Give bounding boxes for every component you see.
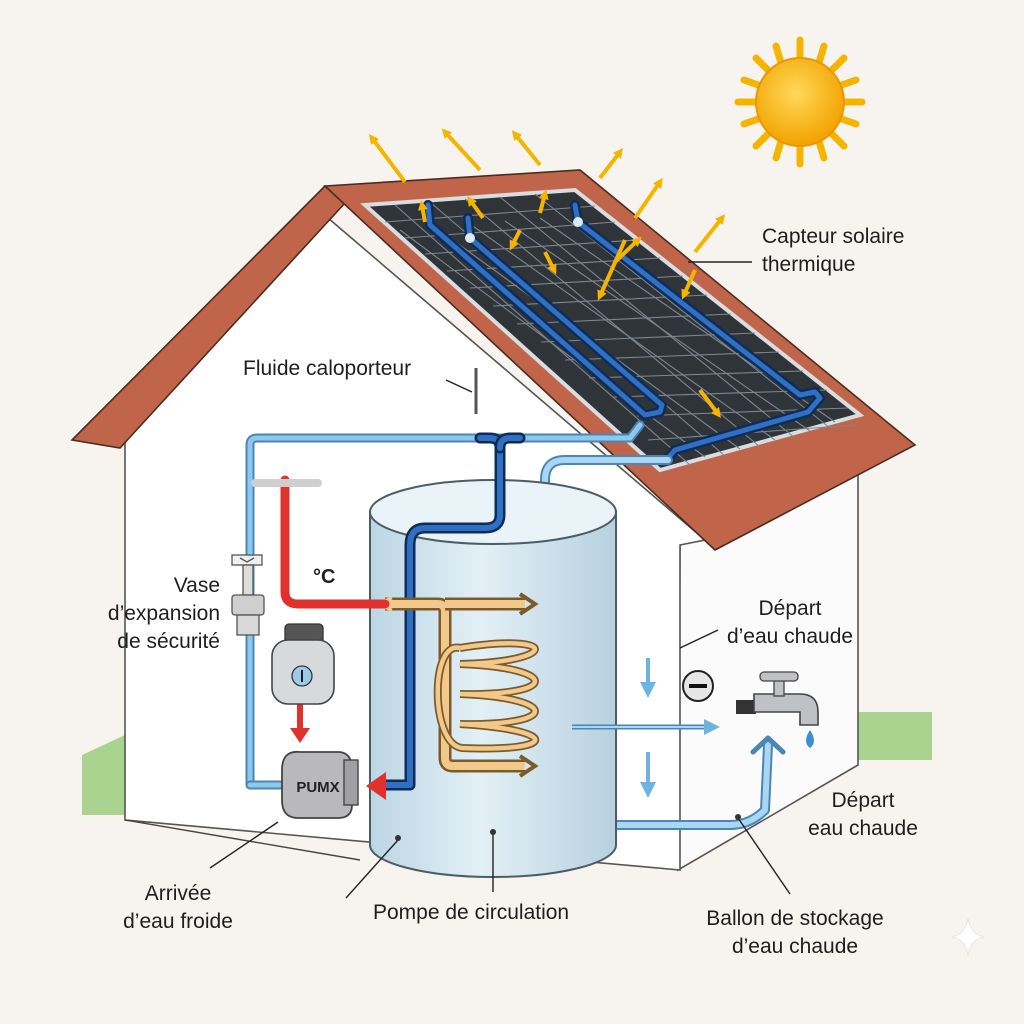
cold-return-pipe (245, 420, 645, 790)
label-storage-tank: Ballon de stockage d’eau chaude (706, 907, 884, 958)
label-solar-collector: Capteur solaire thermique (762, 225, 905, 276)
solar-collector (360, 187, 865, 473)
faucet-icon (736, 671, 819, 748)
sparkle-icon (951, 917, 985, 957)
hot-pipe (251, 475, 390, 743)
collector-return-pipe (366, 432, 526, 800)
heat-exchanger-coil (371, 592, 539, 778)
temperature-unit: °C (313, 566, 336, 588)
thermostat-icon (271, 623, 335, 705)
pump-badge: PUMX (296, 779, 339, 796)
leader-lines (209, 261, 791, 899)
ground-left (82, 735, 125, 815)
ground-right (857, 712, 932, 760)
label-circulation-pump: Pompe de circulation (373, 901, 570, 924)
pressure-gauge (682, 670, 714, 702)
label-heat-transfer-fluid: Fluide caloporteur (243, 357, 412, 380)
label-expansion-vessel: Vase d’expansion de sécurité (107, 574, 220, 653)
sun-icon (734, 36, 866, 168)
solar-ray-arrows (369, 128, 726, 418)
valve-icon (231, 554, 265, 636)
circulation-pump (281, 750, 359, 819)
label-hot-water-outlet-top: Départ d’eau chaude (726, 597, 854, 648)
label-cold-water-inlet: Arrivée d’eau froide (123, 882, 233, 933)
label-hot-water-outlet-bottom: Départ eau chaude (808, 789, 918, 840)
